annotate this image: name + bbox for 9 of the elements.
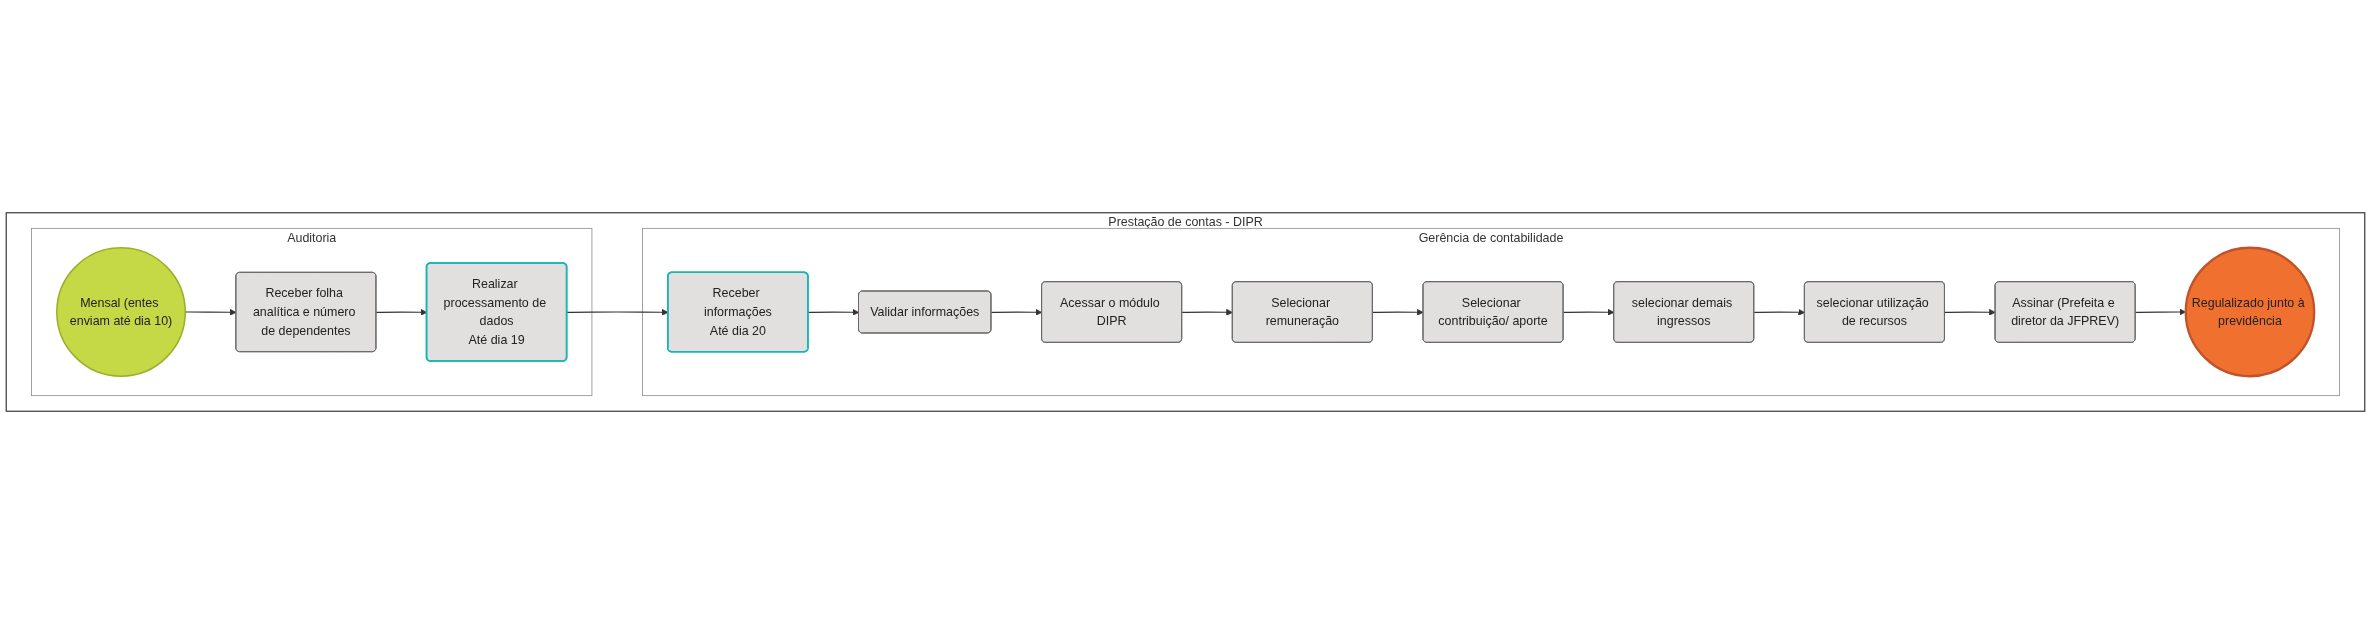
- arrow: [1562, 308, 1615, 316]
- arrow: [1944, 308, 1996, 316]
- arrow: [807, 308, 860, 316]
- arrow: [1181, 308, 1233, 316]
- arrow: [1372, 308, 1424, 316]
- arrow: [1753, 308, 1806, 316]
- node-circle: Regulalizado junto à previdência: [2184, 246, 2316, 378]
- node-circle: Mensal (entes enviam até dia 10): [56, 247, 187, 377]
- arrow: [990, 308, 1043, 316]
